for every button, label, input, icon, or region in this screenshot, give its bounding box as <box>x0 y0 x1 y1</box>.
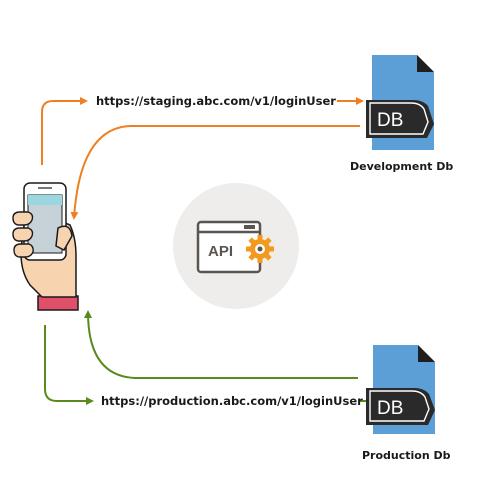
api-label: API <box>208 243 233 260</box>
production-request-arrow <box>44 325 94 405</box>
production-url-label: https://production.abc.com/v1/loginUser <box>101 394 363 408</box>
staging-request-arrow <box>41 97 88 165</box>
development-db-icon: DB <box>366 55 434 150</box>
production-db-label: Production Db <box>362 449 451 462</box>
production-response-arrow <box>84 310 358 379</box>
development-db-label: Development Db <box>350 160 453 173</box>
development-db-icon-text: DB <box>377 110 403 131</box>
production-db-icon-text: DB <box>377 398 403 419</box>
staging-url-label: https://staging.abc.com/v1/loginUser <box>96 94 336 108</box>
api-gear-icon: API <box>173 183 299 309</box>
hand-holding-phone-icon <box>12 182 79 311</box>
gear-icon <box>246 235 274 263</box>
production-db-icon: DB <box>366 345 435 434</box>
staging-response-arrow <box>70 125 360 220</box>
